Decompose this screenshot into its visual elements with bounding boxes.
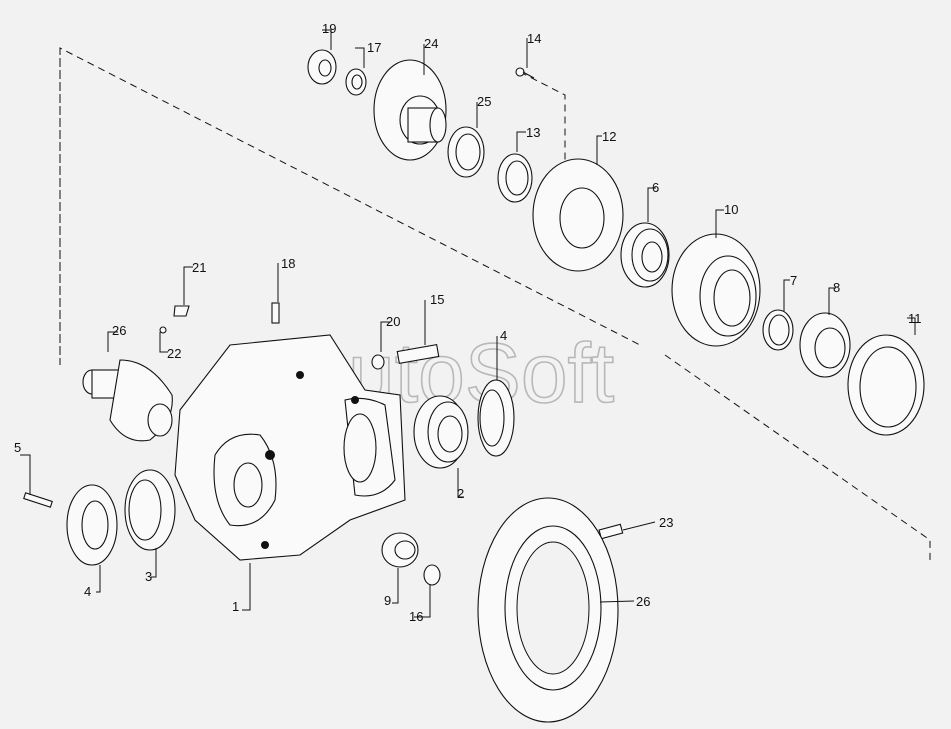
callout-17: 17	[367, 40, 381, 55]
part-7-ring	[762, 309, 794, 351]
part-22-pin	[159, 326, 167, 334]
callout-24: 24	[424, 36, 438, 51]
part-13-ring	[497, 153, 533, 203]
callout-3: 3	[145, 569, 152, 584]
callout-10: 10	[724, 202, 738, 217]
part-5-pin	[23, 492, 53, 508]
callout-18: 18	[281, 256, 295, 271]
part-26-ring-gear	[477, 497, 619, 723]
part-8-bearing	[799, 312, 851, 378]
callout-15: 15	[430, 292, 444, 307]
callout-16: 16	[409, 609, 423, 624]
callout-25: 25	[477, 94, 491, 109]
part-20-nut	[371, 354, 385, 370]
callout-6: 6	[652, 180, 659, 195]
callout-12: 12	[602, 129, 616, 144]
part-2-bearing	[413, 395, 469, 469]
callout-20: 20	[386, 314, 400, 329]
part-4-cup-right	[477, 379, 515, 457]
part-23-bolt	[598, 523, 624, 540]
part-17-washer	[345, 68, 367, 96]
callout-8: 8	[833, 280, 840, 295]
callout-22: 22	[167, 346, 181, 361]
part-1-housing	[174, 334, 406, 561]
part-12-cover	[532, 158, 624, 272]
callout-9: 9	[384, 593, 391, 608]
part-24-flange	[373, 59, 447, 161]
part-9-bearing	[381, 532, 419, 568]
part-14-bolt	[515, 67, 535, 79]
callout-21: 21	[192, 260, 206, 275]
callout-1: 1	[232, 599, 239, 614]
callout-4-left: 4	[84, 584, 91, 599]
callout-19: 19	[322, 21, 336, 36]
part-21-key	[173, 305, 190, 317]
leader-lines	[20, 29, 916, 618]
part-18-plug	[271, 302, 280, 324]
part-3-bearing	[124, 469, 176, 551]
callout-23: 23	[659, 515, 673, 530]
part-25-seal	[447, 126, 485, 178]
part-4-nut-left	[66, 484, 118, 566]
callout-5: 5	[14, 440, 21, 455]
callout-4-right: 4	[500, 328, 507, 343]
callout-7: 7	[790, 273, 797, 288]
callout-labels: 1 2 3 4 4 5 6 7 8 9 10 11 12 13 14 15 16…	[14, 21, 922, 624]
part-10-housing	[671, 233, 761, 347]
part-11-shim	[847, 334, 925, 436]
callout-13: 13	[526, 125, 540, 140]
part-26-pinion	[82, 359, 173, 442]
callout-11: 11	[908, 311, 922, 326]
part-6-bearing	[620, 222, 670, 288]
part-19-nut	[307, 49, 337, 85]
callout-14: 14	[527, 31, 541, 46]
callout-26-pinion: 26	[112, 323, 126, 338]
callout-2: 2	[457, 486, 464, 501]
part-15-bolt	[396, 343, 440, 365]
part-16-ring	[423, 564, 441, 586]
callout-26-ring-gear: 26	[636, 594, 650, 609]
